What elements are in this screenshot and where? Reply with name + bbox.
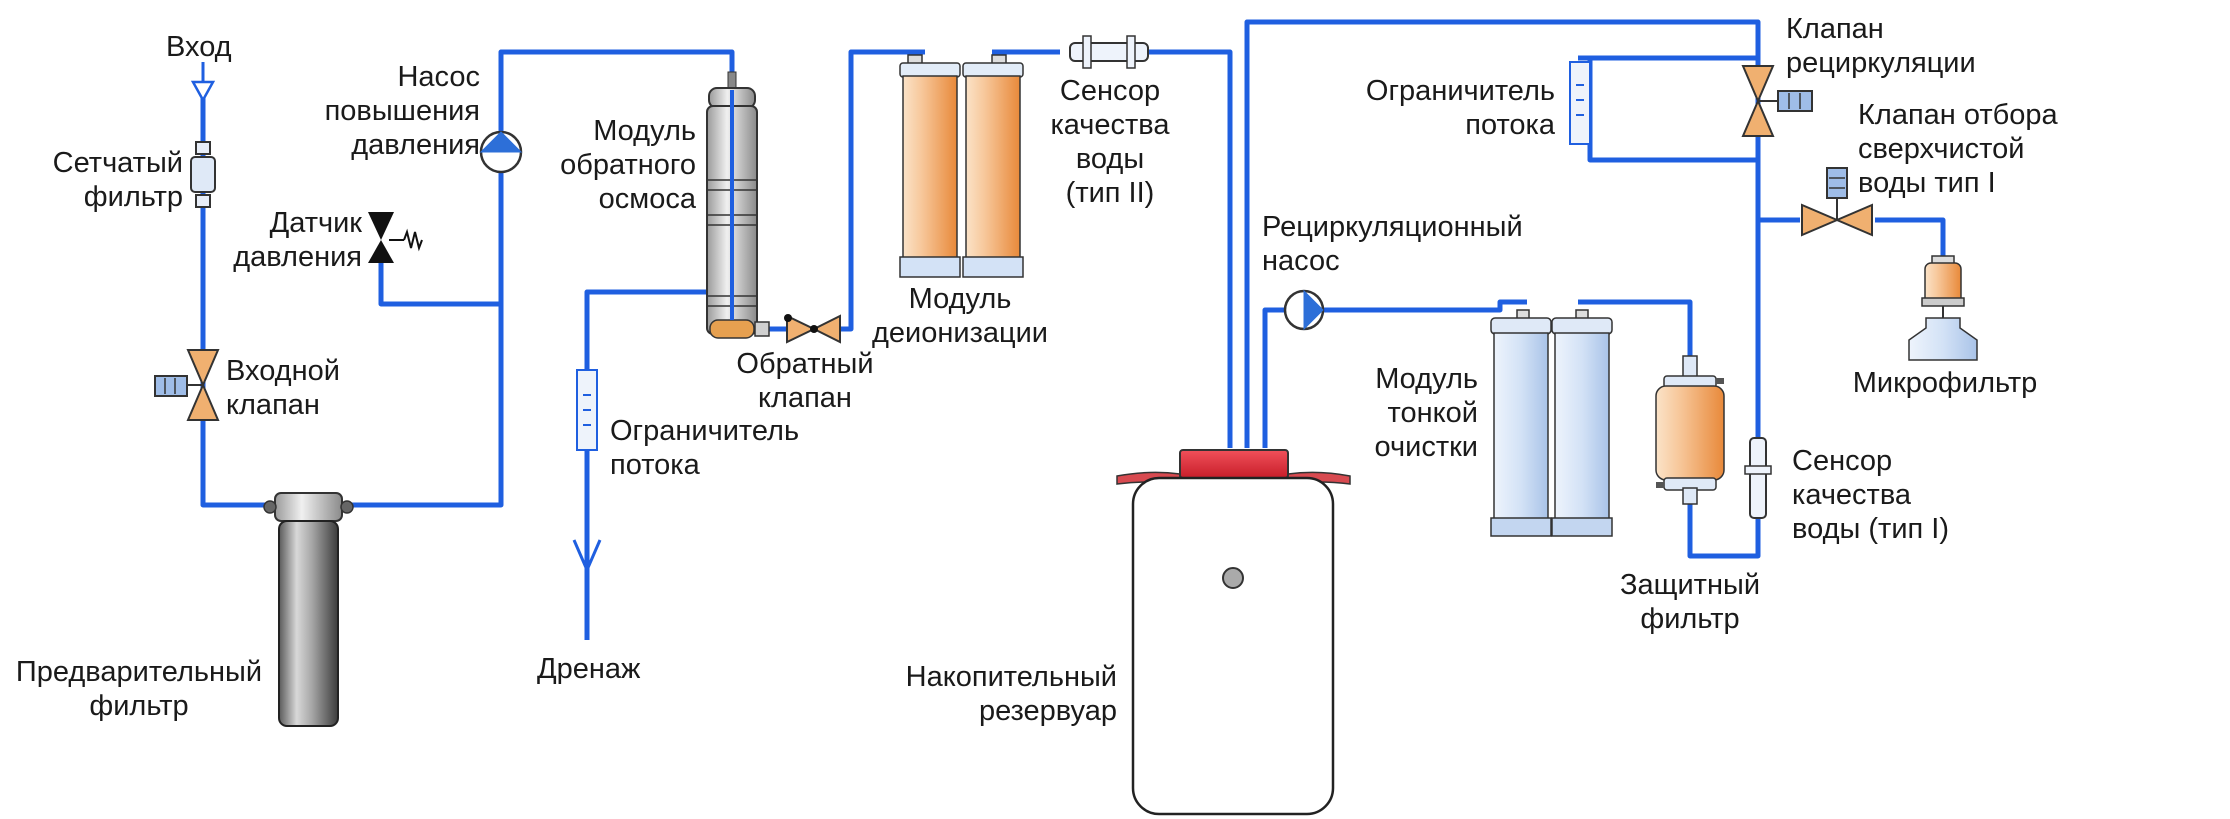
label-flow-limiter-drain: Ограничитель потока — [610, 415, 800, 481]
dispense-valve-icon — [1801, 167, 1873, 237]
label-recirc-valve: Клапан рециркуляции — [1786, 13, 1976, 79]
inlet-valve-icon — [154, 349, 220, 421]
protective-filter-icon — [1655, 355, 1725, 505]
label-storage-tank: Накопительный резервуар — [905, 661, 1117, 727]
pipe-protective-filter-to-sensor — [1687, 500, 1761, 559]
polishing-module-icon — [1490, 309, 1613, 537]
label-polishing-module: Модуль тонкой очистки — [1374, 363, 1478, 463]
label-dispense-valve: Клапан отбора сверхчистой воды тип I — [1858, 99, 2058, 199]
label-ro-module: Модуль обратного осмоса — [560, 115, 696, 215]
pipe-deion-to-tank — [1130, 49, 1233, 448]
pipe-prefilter-to-pump — [342, 49, 735, 508]
label-flow-limiter-top: Ограничитель потока — [1365, 75, 1555, 141]
prefilter-icon — [263, 492, 354, 727]
check-valve-icon — [784, 314, 841, 344]
mesh-filter-icon — [190, 141, 216, 208]
pipe-check-valve-to-deion — [840, 49, 925, 332]
label-microfilter: Микрофильтр — [1852, 367, 2038, 399]
recirc-valve-icon — [1741, 65, 1813, 137]
label-drain: Дренаж — [537, 653, 641, 685]
quality-sensor-type-2-icon — [1069, 35, 1149, 69]
pipe-pressure-sensor — [378, 250, 501, 307]
drain-icon — [572, 539, 602, 640]
storage-tank-icon — [1116, 449, 1351, 816]
label-pressure-sensor: Датчик давления — [233, 207, 362, 273]
label-mesh-filter: Сетчатый фильтр — [52, 147, 183, 213]
pipe-ro-to-drain — [584, 289, 708, 640]
inlet-arrow-icon — [190, 62, 216, 103]
label-inlet: Вход — [166, 31, 232, 63]
label-protective-filter: Защитный фильтр — [1619, 569, 1761, 635]
label-recirc-pump: Рециркуляционный насос — [1262, 211, 1523, 277]
microfilter-icon — [1908, 255, 1978, 361]
label-prefilter: Предварительный фильтр — [15, 656, 263, 722]
recirc-pump-icon — [1283, 289, 1325, 331]
label-quality-sensor-2: Сенсор качества воды (тип II) — [1050, 75, 1170, 209]
pressure-sensor-icon — [368, 212, 423, 263]
quality-sensor-type-1-icon — [1744, 437, 1772, 519]
ro-module-icon — [706, 71, 770, 339]
label-quality-sensor-1: Сенсор качества воды (тип I) — [1792, 445, 1950, 545]
flow-limiter-drain-icon — [576, 369, 598, 451]
label-booster-pump: Насос повышения давления — [324, 61, 480, 161]
pipe-recirc-pump-line — [1262, 299, 1693, 448]
label-deion-module: Модуль деионизации — [871, 283, 1049, 349]
label-inlet-valve: Входной клапан — [226, 355, 340, 421]
pipe-dispense-branch — [1758, 217, 1946, 258]
pipe-inlet-line — [200, 90, 272, 508]
deion-module-icon — [899, 54, 1024, 278]
label-check-valve: Обратный клапан — [736, 348, 874, 414]
flow-limiter-top-icon — [1569, 61, 1591, 145]
booster-pump-icon — [479, 130, 523, 174]
